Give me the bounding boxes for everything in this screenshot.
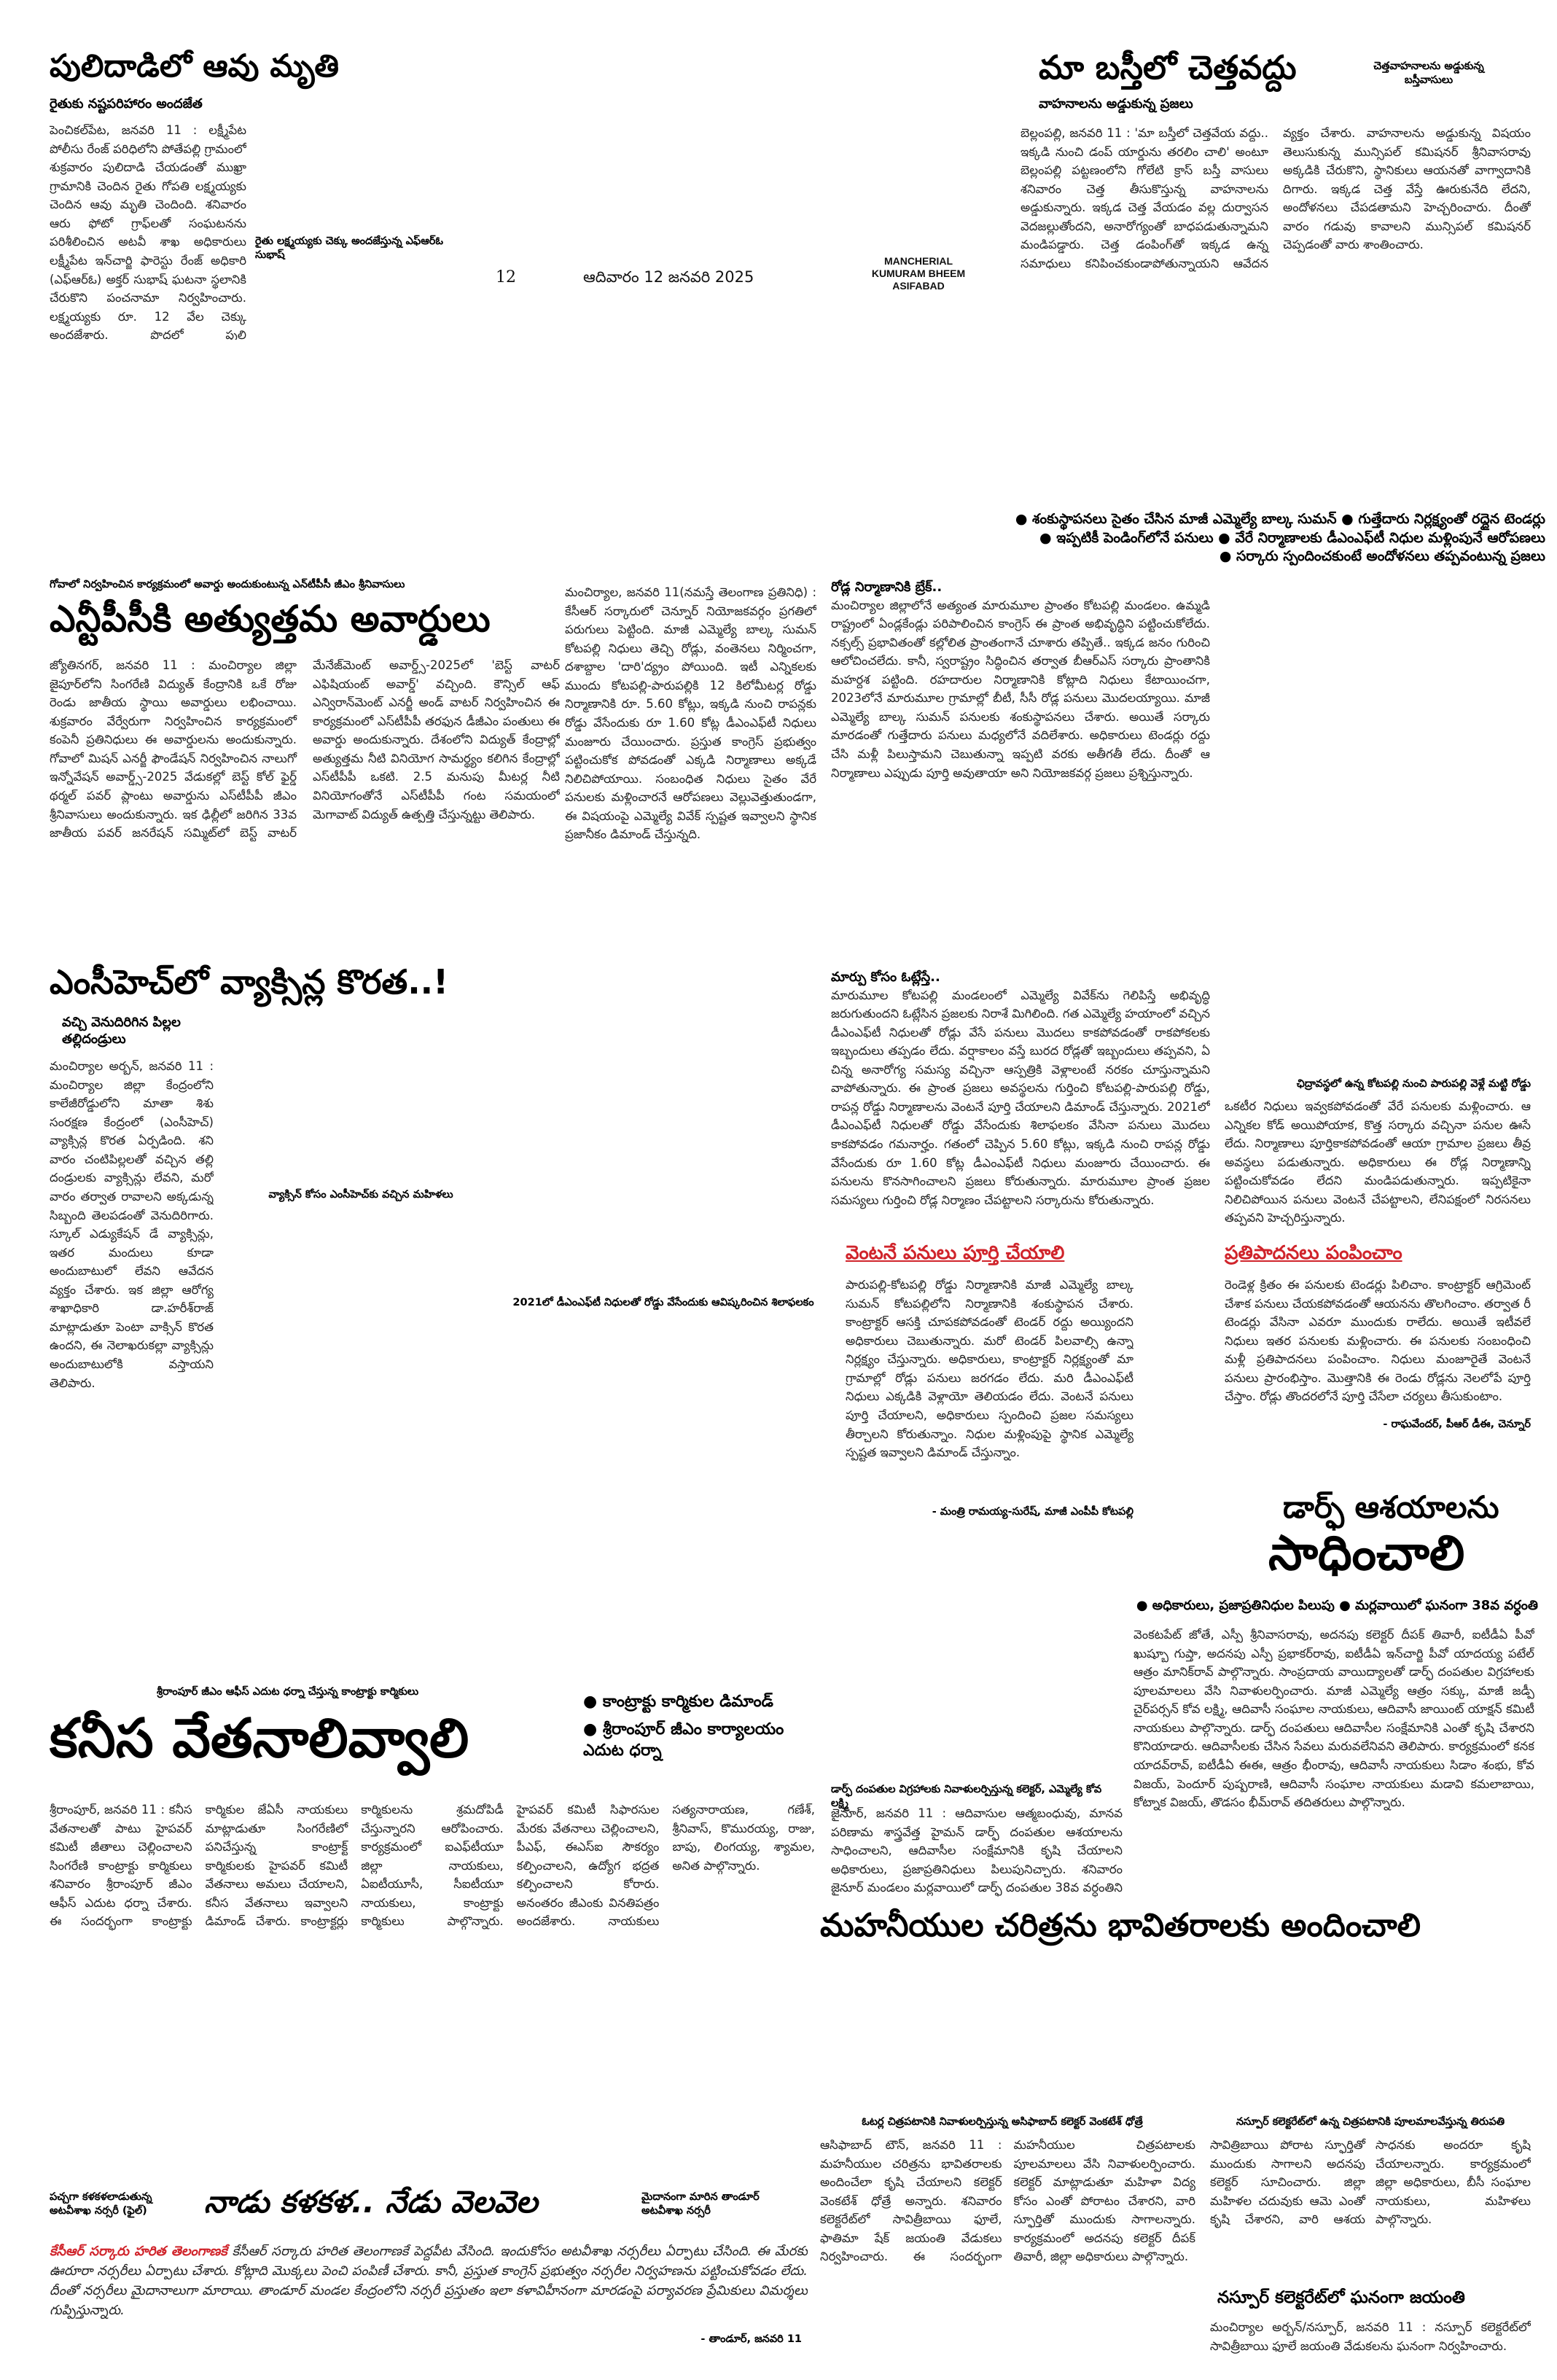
road-section2-body: మారుమూల కోటపల్లి మండలంలో ఎమ్మెల్యే వివేక… [831,986,1210,1347]
dwarf-body: వెంకటపేట్ జోతే, ఎస్పీ శ్రీనివాసరావు, అదన… [1133,1626,1534,1899]
road-section2-paragraph: మారుమూల కోటపల్లి మండలంలో ఎమ్మెల్యే వివేక… [831,988,1210,1207]
vaccine-headline: ఎంసీహెచ్‌లో వ్యాక్సిన్ల కొరత..! [50,962,449,1002]
edition-line: ASIFABAD [892,279,945,292]
kala-intro-text: కేసీఆర్ సర్కారు హరిత తెలంగాణకే పెద్దపీట … [50,2244,808,2318]
wages-bullet: ● కాంట్రాక్టు కార్మికుల డిమాండ్ [583,1693,773,1711]
kala-attr: - తాండూర్, జనవరి 11 [701,2333,802,2345]
kala-intro: కేసీఆర్ సర్కారు హరిత తెలంగాణకే కేసీఆర్ స… [50,2242,808,2329]
road-right-paragraph: ఒకటీర నిధులు ఇవ్వకపోవడంతో వేరే పనులకు మళ… [1225,1099,1531,1225]
road-bullets: ● శంకుస్థాపనలు సైతం చేసిన మాజీ ఎమ్మెల్యే… [918,510,1545,566]
basti-headline: మా బస్తీలో చెత్తవద్దు [1039,48,1297,87]
road-bullet: ● శంకుస్థాపనలు సైతం చేసిన మాజీ ఎమ్మెల్యే… [1015,511,1545,527]
dwarf-headline-big: సాధించాలి [1268,1525,1465,1581]
dwarf-photo [831,1618,1123,1775]
edition-line: MANCHERIAL [883,255,953,267]
rough-road-caption: ఛిద్రావస్థలో ఉన్న కోటపల్లి నుంచి పారుపల్… [1296,1078,1531,1090]
ntpc-headline: ఎన్టీపీసీకి అత్యుత్తమ అవార్డులు [50,598,491,640]
road-foundation-photo [510,969,816,1283]
nasspur-headline: నస్పూర్ కలెక్టరేట్‌లో ఘనంగా జయంతి [1217,2288,1465,2307]
road-intro: మంచిర్యాల, జనవరి 11(నమస్తే తెలంగాణ ప్రతి… [565,583,816,962]
mahaniyulu-paragraph: ఆసిఫాబాద్ టౌన్, జనవరి 11 : మహనీయుల చరిత్… [820,2138,1195,2264]
quote1-paragraph: పారుపల్లి-కోటపల్లి రోడ్డు నిర్మాణానికి మ… [846,1278,1133,1460]
cow-photo-caption: రైతు లక్ష్మయ్యకు చెక్కు అందజేస్తున్న ఎఫ్… [255,235,443,261]
road-foundation-caption: 2021లో డీఎంఎఫ్‌టీ నిధులతో రోడ్డు వేసేందు… [512,1297,814,1308]
quote1-body: పారుపల్లి-కోటపల్లి రోడ్డు నిర్మాణానికి మ… [846,1276,1133,1494]
road-intro-paragraph: మంచిర్యాల, జనవరి 11(నమస్తే తెలంగాణ ప్రతి… [565,585,816,842]
cow-paragraph: పెంచికల్‌పేట, జనవరి 11 : లక్ష్మీపేట పోలీ… [50,123,246,340]
road-section1: రోడ్ల నిర్మాణానికి బ్రేక్.. మంచిర్యాల జి… [831,580,1210,959]
dwarf-paragraph: వెంకటపేట్ జోతే, ఎస్పీ శ్రీనివాసరావు, అదన… [1133,1628,1534,1810]
basti-paragraph: బెల్లంపల్లి, జనవరి 11 : 'మా బస్తీలో చెత్… [1021,126,1531,270]
road-caption-right-body: ఒకటీర నిధులు ఇవ్వకపోవడంతో వేరే పనులకు మళ… [1225,1097,1531,1316]
dwarf-left-body: జైనూర్, జనవరి 11 : ఆదివాసుల ఆత్మబంధువు, … [831,1804,1123,1899]
cow-photo [255,95,474,230]
wages-kicker: శ్రీరాంపూర్ జీఎం ఆఫీస్ ఎదుట ధర్నా చేస్తు… [157,1686,419,1698]
road-section1-title: రోడ్ల నిర్మాణానికి బ్రేక్.. [831,580,943,595]
vaccine-photo-caption: వ్యాక్సిన్ కోసం ఎంసీహెచ్‌కు వచ్చిన మహిళల… [268,1189,453,1201]
vaccine-subhead: వచ్చి వెనుదిరిగిన పిల్లల తల్లిదండ్రులు [62,1015,181,1047]
nasspur-paragraph2: మంచిర్యాల అర్బన్/నస్పూర్, జనవరి 11 : నస్… [1210,2320,1531,2353]
quote2-title: ప్రతిపాదనలు పంపించాం [1225,1242,1402,1264]
vaccine-body: మంచిర్యాల అర్బన్, జనవరి 11 : మంచిర్యాల జ… [50,1057,214,1403]
nasspur-photo-caption: నస్పూర్ కలెక్టరేట్‌లో ఉన్న చిత్రపటానికి … [1236,2116,1505,2128]
ntpc-kicker: గోవాలో నిర్వహించిన కార్యక్రమంలో అవార్డు … [50,579,405,590]
quote2-paragraph: రెండెళ్ల క్రితం ఈ పనులకు టెండర్లు పిలిచా… [1225,1278,1531,1404]
cow-body-tail [255,251,481,339]
road-section2-title: మార్పు కోసం ఓట్లేస్తే.. [831,969,940,985]
road-bullet: ● ఇప్పటికీ పెండింగ్‌లోనే పనులు ● వేరే ని… [1039,529,1545,546]
ntpc-body: జ్యోతినగర్, జనవరి 11 : మంచిర్యాల జిల్లా … [50,656,560,948]
road-section1-paragraph: మంచిర్యాల జిల్లాలోనే అత్యంత మారుమూల ప్రా… [831,598,1210,780]
basti-body: బెల్లంపల్లి, జనవరి 11 : 'మా బస్తీలో చెత్… [1021,124,1531,335]
road-bullet: ● సర్కారు స్పందించకుంటే అందోళనలు తప్పవంట… [1219,548,1545,565]
quote1-attr: - మంత్రి రామయ్య-సురేష్, మాజీ ఎంపీపీ కోటప… [932,1506,1133,1518]
basti-subhead: వాహనాలను అడ్డుకున్న ప్రజలు [1039,96,1193,112]
cow-subhead: రైతుకు నష్టపరిహారం అందజేత [50,96,203,112]
mahaniyulu-body: ఆసిఫాబాద్ టౌన్, జనవరి 11 : మహనీయుల చరిత్… [820,2136,1195,2369]
kala-kicker-right: మైదానంగా మారిన తాండూర్ అటవీశాఖ నర్సరీ [641,2191,760,2217]
nasspur-paragraph: సావిత్రిబాయి పోరాట స్ఫూర్తితో ముందుకు సా… [1210,2138,1531,2227]
quote1-title: వెంటనే పనులు పూర్తి చేయాలి [846,1242,1065,1264]
dwarf-headline-small: డార్ఫ్ ఆశయాలను [1283,1489,1499,1525]
kala-intro-red: కేసీఆర్ సర్కారు హరిత తెలంగాణకే [50,2244,227,2259]
rough-road-photo [1225,969,1531,1072]
edition-label: MANCHERIAL KUMURAM BHEEM ASIFABAD [867,255,969,292]
vaccine-photo [222,1024,499,1181]
cow-body: పెంచికల్‌పేట, జనవరి 11 : లక్ష్మీపేట పోలీ… [50,121,246,340]
basti-photo-caption: చెత్తవాహనాలను అడ్డుకున్న బస్తీవాసులు [1373,61,1484,86]
cow-headline: పులిదాడిలో ఆవు మృతి [50,48,340,85]
mahaniyulu-photo-caption: ఓటర్ల చిత్రపటానికి నివాళులర్పిస్తున్న అస… [862,2116,1143,2128]
date-line: ఆదివారం 12 జనవరి 2025 [583,268,754,286]
wages-bullets: ● కాంట్రాక్టు కార్మికుల డిమాండ్ ● శ్రీరా… [583,1691,787,1762]
vaccine-body-right [222,1209,499,1405]
quote2-body: రెండెళ్ల క్రితం ఈ పనులకు టెండర్లు పిలిచా… [1225,1276,1531,1411]
edition-line: KUMURAM BHEEM [871,267,966,279]
nasspur-body2: మంచిర్యాల అర్బన్/నస్పూర్, జనవరి 11 : నస్… [1210,2318,1531,2373]
vaccine-paragraph: మంచిర్యాల అర్బన్, జనవరి 11 : మంచిర్యాల జ… [50,1059,214,1390]
dwarf-photo-caption: డార్ఫ్ దంపతుల విగ్రహాలకు నివాళులర్పిస్తు… [831,1784,1102,1809]
ntpc-paragraph: జ్యోతినగర్, జనవరి 11 : మంచిర్యాల జిల్లా … [50,658,560,840]
dwarf-bottom-headline: మహనీయుల చరిత్రను భావితరాలకు అందించాలి [820,1907,1421,1944]
page-number: 12 [496,268,516,286]
nasspur-body: సావిత్రిబాయి పోరాట స్ఫూర్తితో ముందుకు సా… [1210,2136,1531,2282]
kala-kicker-left: పచ్చగా కళకళలాడుతున్న అటవీశాఖ నర్సరీ (ఫైల… [50,2191,152,2217]
dwarf-subline: ● అధికారులు, ప్రజాప్రతినిధుల పిలుపు ● మర… [1136,1598,1538,1613]
road-section2: మార్పు కోసం ఓట్లేస్తే.. మారుమూల కోటపల్లి… [831,969,1210,1352]
wages-bullet: ● శ్రీరాంపూర్ జీఎం కార్యాలయం ఎదుట ధర్నా [583,1720,784,1760]
wages-headline: కనీస వేతనాలివ్వాలి [50,1707,469,1770]
kala-headline: నాడు కళకళ.. నేడు వెలవెల [204,2184,538,2220]
dwarf-left-paragraph: జైనూర్, జనవరి 11 : ఆదివాసుల ఆత్మబంధువు, … [831,1806,1123,1895]
wages-body: శ్రీరాంపూర్, జనవరి 11 : కనీస వేతనాలతో పా… [50,1800,815,2019]
quote2-attr: - రాఘవేందర్, పీఆర్ డీఈ, చెన్నూర్ [1383,1419,1531,1430]
road-section1-body: మంచిర్యాల జిల్లాలోనే అత్యంత మారుమూల ప్రా… [831,596,1210,953]
wages-paragraph: శ్రీరాంపూర్, జనవరి 11 : కనీస వేతనాలతో పా… [50,1803,815,1929]
